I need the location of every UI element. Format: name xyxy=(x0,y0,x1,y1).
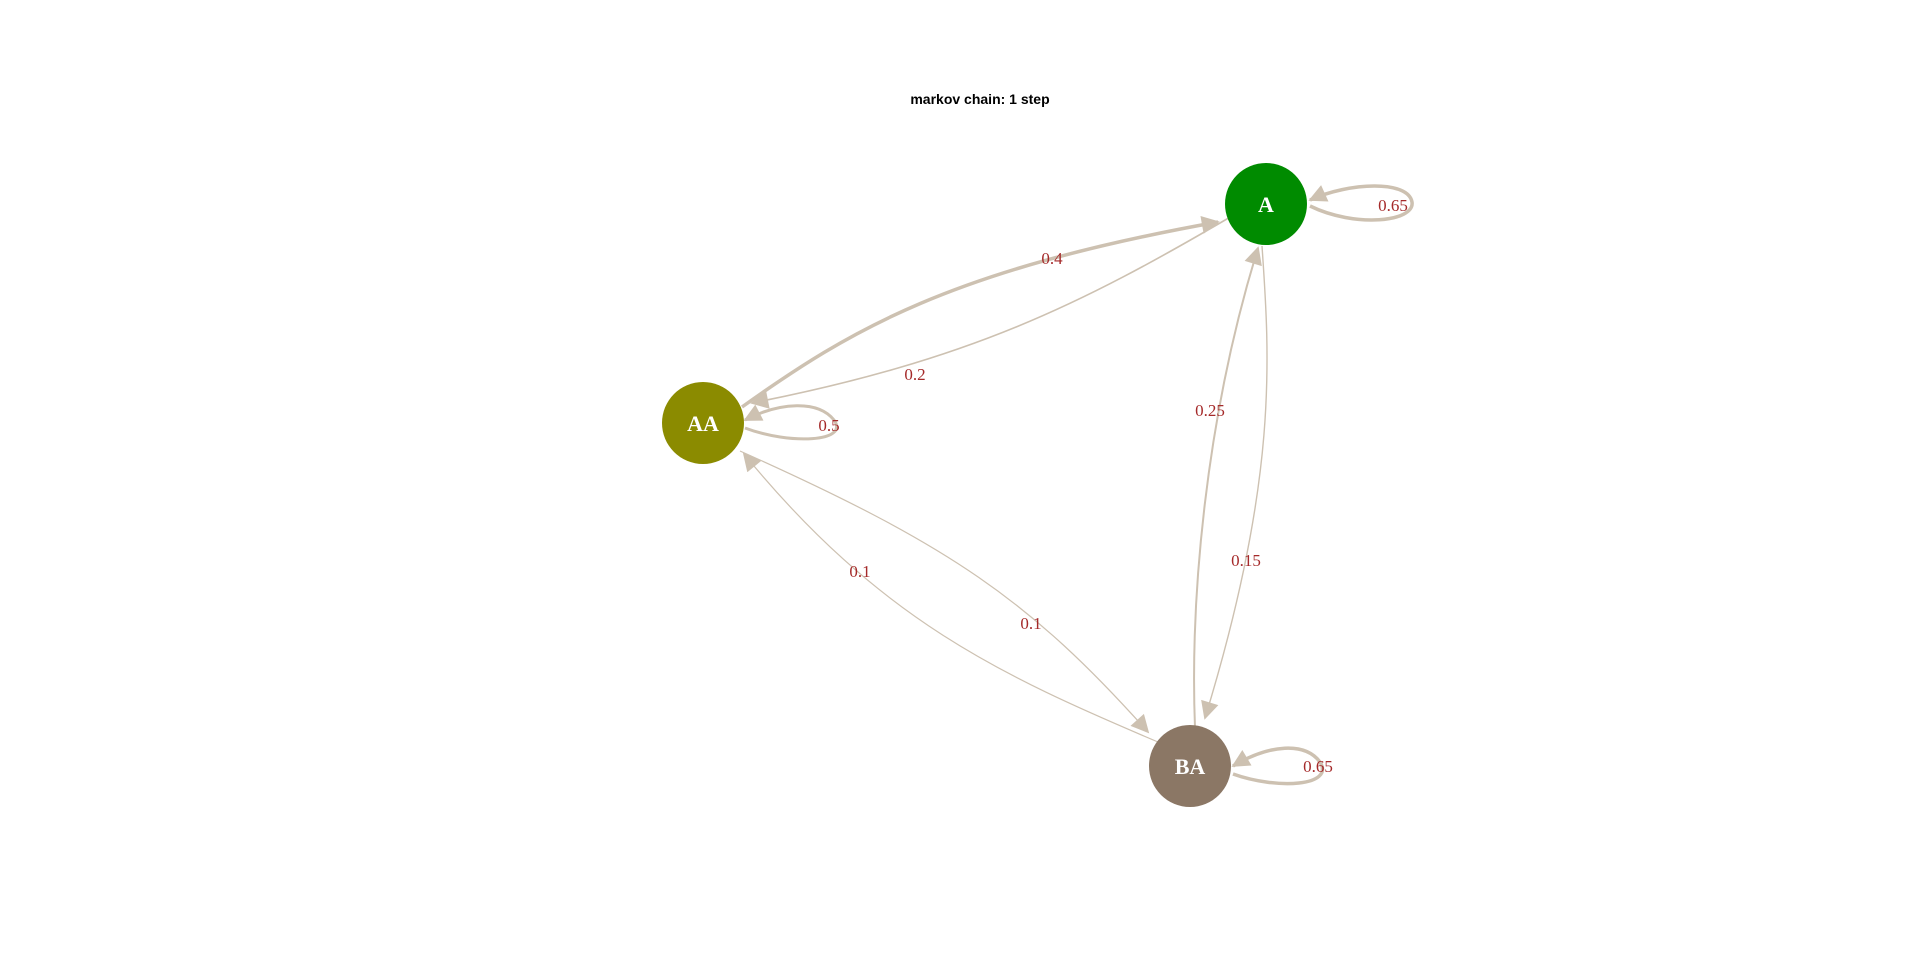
edge-label-ba-to-a: 0.25 xyxy=(1195,401,1225,420)
diagram-title: markov chain: 1 step xyxy=(910,91,1049,107)
edge-label-ba-self: 0.65 xyxy=(1303,757,1333,776)
edge-aa-to-a xyxy=(740,215,1220,409)
edge-label-a-self: 0.65 xyxy=(1378,196,1408,215)
edge-label-a-to-ba: 0.15 xyxy=(1231,551,1261,570)
edge-aa-to-ba xyxy=(739,450,1150,734)
edge-a-to-ba xyxy=(1201,245,1268,720)
edge-label-ba-to-aa: 0.1 xyxy=(849,562,870,581)
node-a[interactable]: A xyxy=(1225,163,1307,245)
edge-label-aa-to-a: 0.4 xyxy=(1041,249,1063,268)
node-ba-label: BA xyxy=(1175,754,1206,779)
node-a-label: A xyxy=(1258,192,1274,217)
node-a-circle xyxy=(1225,163,1307,245)
edge-label-a-to-aa: 0.2 xyxy=(904,365,925,384)
node-aa-label: AA xyxy=(687,411,719,436)
edge-a-self-loop xyxy=(1308,184,1414,222)
edge-a-to-aa xyxy=(750,215,1233,409)
edge-ba-self-loop xyxy=(1231,746,1325,786)
edge-ba-to-aa xyxy=(742,452,1159,743)
edge-label-aa-to-ba: 0.1 xyxy=(1020,614,1041,633)
edges xyxy=(739,184,1414,786)
edge-ba-to-a xyxy=(1193,246,1262,729)
edge-label-aa-self: 0.5 xyxy=(818,416,839,435)
node-ba[interactable]: BA xyxy=(1149,725,1231,807)
node-aa[interactable]: AA xyxy=(662,382,744,464)
node-ba-circle xyxy=(1149,725,1231,807)
edge-aa-self-loop xyxy=(743,404,838,441)
edge-labels: 0.65 0.4 0.2 0.5 0.25 0.15 0.1 0.1 0.65 xyxy=(818,196,1408,776)
node-aa-circle xyxy=(662,382,744,464)
